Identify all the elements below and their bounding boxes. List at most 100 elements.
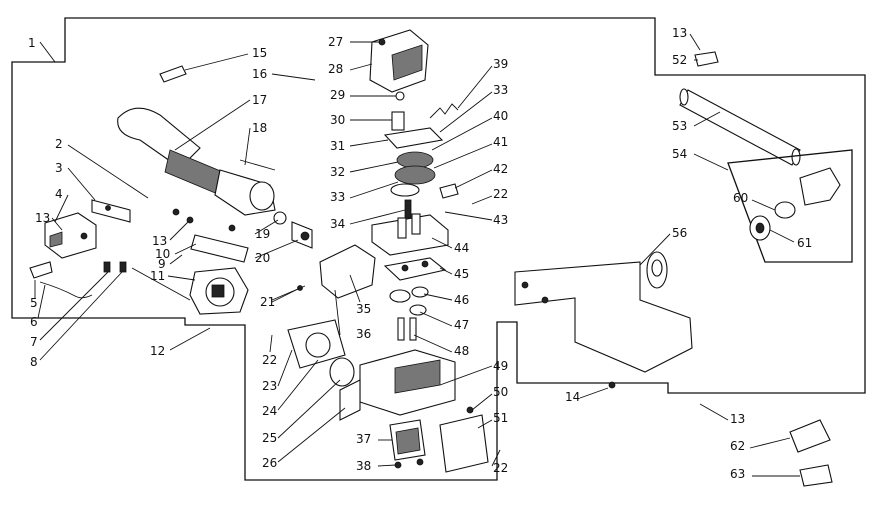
assembly-boundary (11, 17, 866, 481)
part-46-seal (389, 286, 429, 303)
leader-line-c13d (699, 403, 729, 421)
leader-line-c6 (37, 284, 46, 319)
part-10-tube (190, 234, 249, 263)
leader-line-c18 (244, 127, 251, 166)
callout-c26: 26 (262, 456, 277, 470)
callout-c50: 50 (493, 385, 508, 399)
leader-line-c17 (174, 99, 251, 151)
leader-line-c61 (769, 229, 795, 243)
leader-line-c12 (169, 327, 211, 351)
leader-line-c49 (439, 365, 493, 386)
callout-c8: 8 (30, 355, 38, 369)
callout-c61: 61 (797, 236, 812, 250)
callout-c30: 30 (330, 113, 345, 127)
leader-line-c13a (51, 217, 63, 231)
part-17-handle (117, 107, 276, 216)
part-60-fitting (774, 201, 796, 219)
leader-line-c9 (169, 254, 183, 265)
callout-c13a: 13 (35, 211, 50, 225)
part-35-bracket (319, 244, 376, 299)
callout-c35: 35 (356, 302, 371, 316)
leader-line-c43 (444, 211, 493, 221)
part-7-screw (103, 261, 127, 273)
leader-line-c44 (431, 237, 453, 249)
leader-line-c7 (39, 271, 109, 341)
callout-c22a: 22 (262, 353, 277, 367)
callout-c19: 19 (255, 227, 270, 241)
callout-c18: 18 (252, 121, 267, 135)
part-25-knob (329, 357, 355, 387)
callout-c7: 7 (30, 335, 38, 349)
leader-line-c50 (471, 393, 493, 411)
leader-line-c13b (169, 221, 189, 241)
part-37-solenoid (389, 419, 426, 461)
leader-line-c22a (269, 334, 273, 353)
callout-c1: 1 (28, 36, 36, 50)
callout-c31: 31 (330, 139, 345, 153)
callout-c45: 45 (454, 267, 469, 281)
callout-c13d: 13 (730, 412, 745, 426)
leader-line-c32 (349, 161, 399, 173)
callout-c53: 53 (672, 119, 687, 133)
part-5-clip (29, 261, 53, 279)
part-45-gasket (383, 257, 447, 281)
part-34-screw (404, 199, 412, 219)
leader-line-c31 (349, 139, 389, 147)
leader-line-c60 (751, 199, 776, 211)
callout-c6: 6 (30, 315, 38, 329)
part-28-cap (369, 29, 429, 93)
callout-c41: 41 (493, 135, 508, 149)
leader-line-c15 (184, 53, 249, 71)
part-24-plate (287, 319, 346, 369)
leader-line-c14 (579, 387, 609, 399)
leader-line-c33a (349, 181, 399, 199)
callout-c27: 27 (328, 35, 343, 49)
part-48-stem (397, 317, 417, 341)
callout-c54: 54 (672, 147, 687, 161)
callout-c56: 56 (672, 226, 687, 240)
part-21-screw (271, 285, 306, 301)
callout-c40: 40 (493, 109, 508, 123)
part-51-cover (439, 414, 489, 473)
callout-c4: 4 (55, 187, 63, 201)
callout-c48: 48 (454, 344, 469, 358)
part-54-orifice (799, 167, 841, 206)
part-52-clip (694, 51, 719, 67)
callout-c60: 60 (733, 191, 748, 205)
callout-c37: 37 (356, 432, 371, 446)
callout-c42: 42 (493, 162, 508, 176)
part-53-tube (679, 88, 801, 166)
leader-lines (34, 33, 800, 477)
leader-line-c25 (277, 379, 341, 439)
callout-c46: 46 (454, 293, 469, 307)
leader-line-c11 (167, 275, 196, 281)
callout-c23: 23 (262, 379, 277, 393)
part-20-fitting (291, 221, 313, 249)
leader-line-c46 (423, 293, 453, 301)
part-61-nut (749, 215, 771, 241)
callout-c21: 21 (260, 295, 275, 309)
leader-line-c33b (439, 91, 493, 133)
leader-line-c10 (174, 243, 197, 255)
callout-c52: 52 (672, 53, 687, 67)
callout-c63: 63 (730, 467, 745, 481)
callout-c13b: 13 (152, 234, 167, 248)
leader-line-c53 (693, 111, 721, 127)
part-31-plate (383, 127, 444, 149)
leader-line-c4 (54, 194, 69, 223)
callout-c32: 32 (330, 165, 345, 179)
leader-line-c26 (277, 407, 346, 463)
leader-line-c56 (639, 233, 671, 266)
leader-line-c19 (254, 219, 279, 235)
leader-line-c47 (419, 311, 453, 327)
callout-labels: 1234135678910111213151617181920212223242… (28, 26, 812, 481)
part-38-screw (394, 458, 424, 469)
leader-line-c20 (254, 239, 299, 259)
part-40-gear (390, 151, 436, 197)
part-42-clip (439, 183, 459, 199)
leader-line-c45 (439, 267, 453, 275)
leader-line-c39 (457, 65, 493, 109)
callout-c49: 49 (493, 359, 508, 373)
callout-c47: 47 (454, 318, 469, 332)
